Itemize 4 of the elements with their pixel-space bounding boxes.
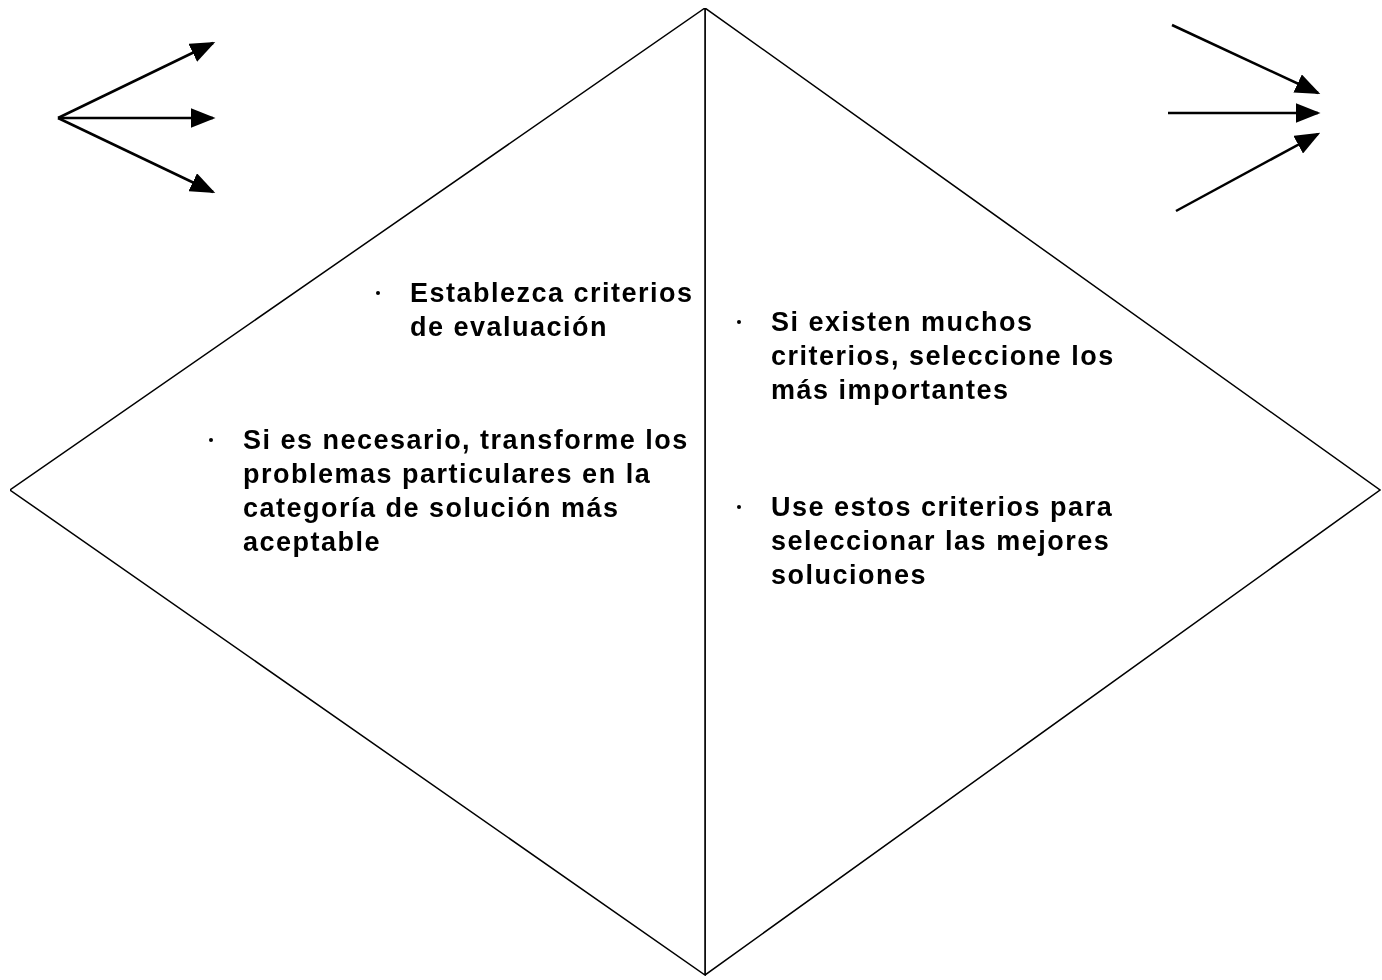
bullet-text: Establezca criterios de evaluación xyxy=(372,276,710,344)
bullet-text: Si existen muchos criterios, seleccione los más importantes xyxy=(733,305,1171,407)
bullet-text: Use estos criterios para seleccionar las mejores soluciones xyxy=(733,490,1191,592)
bullet-text: Si es necesario, transforme los problemas particulares en la categoría de solución más aceptable xyxy=(205,423,703,559)
